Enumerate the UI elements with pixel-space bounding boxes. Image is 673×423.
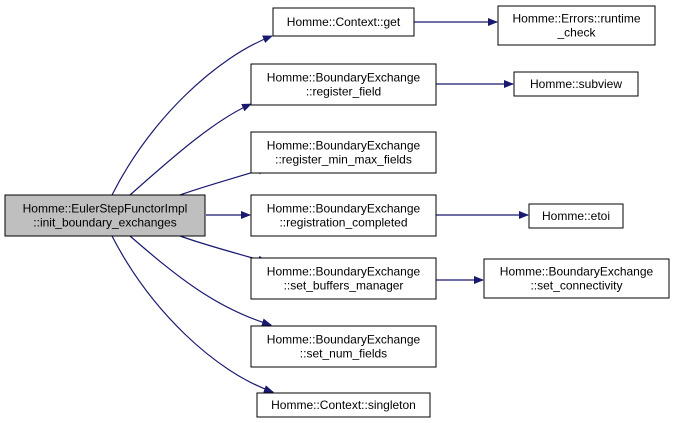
node-context-get[interactable]: Homme::Context::get [272,7,415,37]
node-box [250,194,437,237]
nodes-layer: Homme::EulerStepFunctorImpl::init_bounda… [4,5,670,418]
node-root[interactable]: Homme::EulerStepFunctorImpl::init_bounda… [4,194,206,237]
node-label: Homme::BoundaryExchange [500,265,654,279]
node-label: ::set_buffers_manager [284,279,404,293]
node-label: Homme::etoi [542,209,610,223]
node-subview[interactable]: Homme::subview [513,71,639,97]
node-label: Homme::Errors::runtime [512,12,640,26]
node-label: Homme::BoundaryExchange [267,333,421,347]
node-box [272,7,415,37]
node-label: Homme::BoundaryExchange [267,265,421,279]
node-label: Homme::Context::get [287,15,401,29]
node-set-connectivity[interactable]: Homme::BoundaryExchange::set_connectivit… [483,258,670,299]
node-label: Homme::BoundaryExchange [267,202,421,216]
node-label: ::registration_completed [279,216,407,230]
node-runtime-check[interactable]: Homme::Errors::runtime_check [497,5,656,46]
node-label: ::register_min_max_fields [275,153,412,167]
node-box [4,194,206,237]
node-label: Homme::subview [530,77,622,91]
edges-layer [111,18,529,393]
node-label: ::set_connectivity [530,279,622,293]
edge-root-to-context-singleton [111,235,274,393]
node-registration-completed[interactable]: Homme::BoundaryExchange::registration_co… [250,194,437,237]
node-set-num-fields[interactable]: Homme::BoundaryExchange::set_num_fields [250,325,437,368]
node-set-buffers-manager[interactable]: Homme::BoundaryExchange::set_buffers_man… [250,257,437,300]
node-label: Homme::BoundaryExchange [267,71,421,85]
node-etoi[interactable]: Homme::etoi [528,203,624,229]
node-register-min-max-fields[interactable]: Homme::BoundaryExchange::register_min_ma… [250,131,437,174]
node-context-singleton[interactable]: Homme::Context::singleton [256,392,431,418]
node-box [250,131,437,174]
node-register-field[interactable]: Homme::BoundaryExchange::register_field [250,63,437,106]
node-box [497,5,656,46]
node-label: Homme::EulerStepFunctorImpl [23,202,188,216]
edge-root-to-set-num-fields [129,235,272,327]
node-label: _check [556,26,596,40]
node-box [250,257,437,300]
node-label: ::register_field [306,85,381,99]
node-label: ::set_num_fields [300,347,387,361]
node-label: Homme::Context::singleton [271,398,416,412]
node-box [513,71,639,97]
node-box [256,392,431,418]
edge-root-to-context-get [111,35,273,196]
node-box [250,63,437,106]
node-label: Homme::BoundaryExchange [267,139,421,153]
node-box [528,203,624,229]
edge-root-to-register-field [129,103,252,196]
node-label: ::init_boundary_exchanges [33,216,176,230]
node-box [483,258,670,299]
node-box [250,325,437,368]
